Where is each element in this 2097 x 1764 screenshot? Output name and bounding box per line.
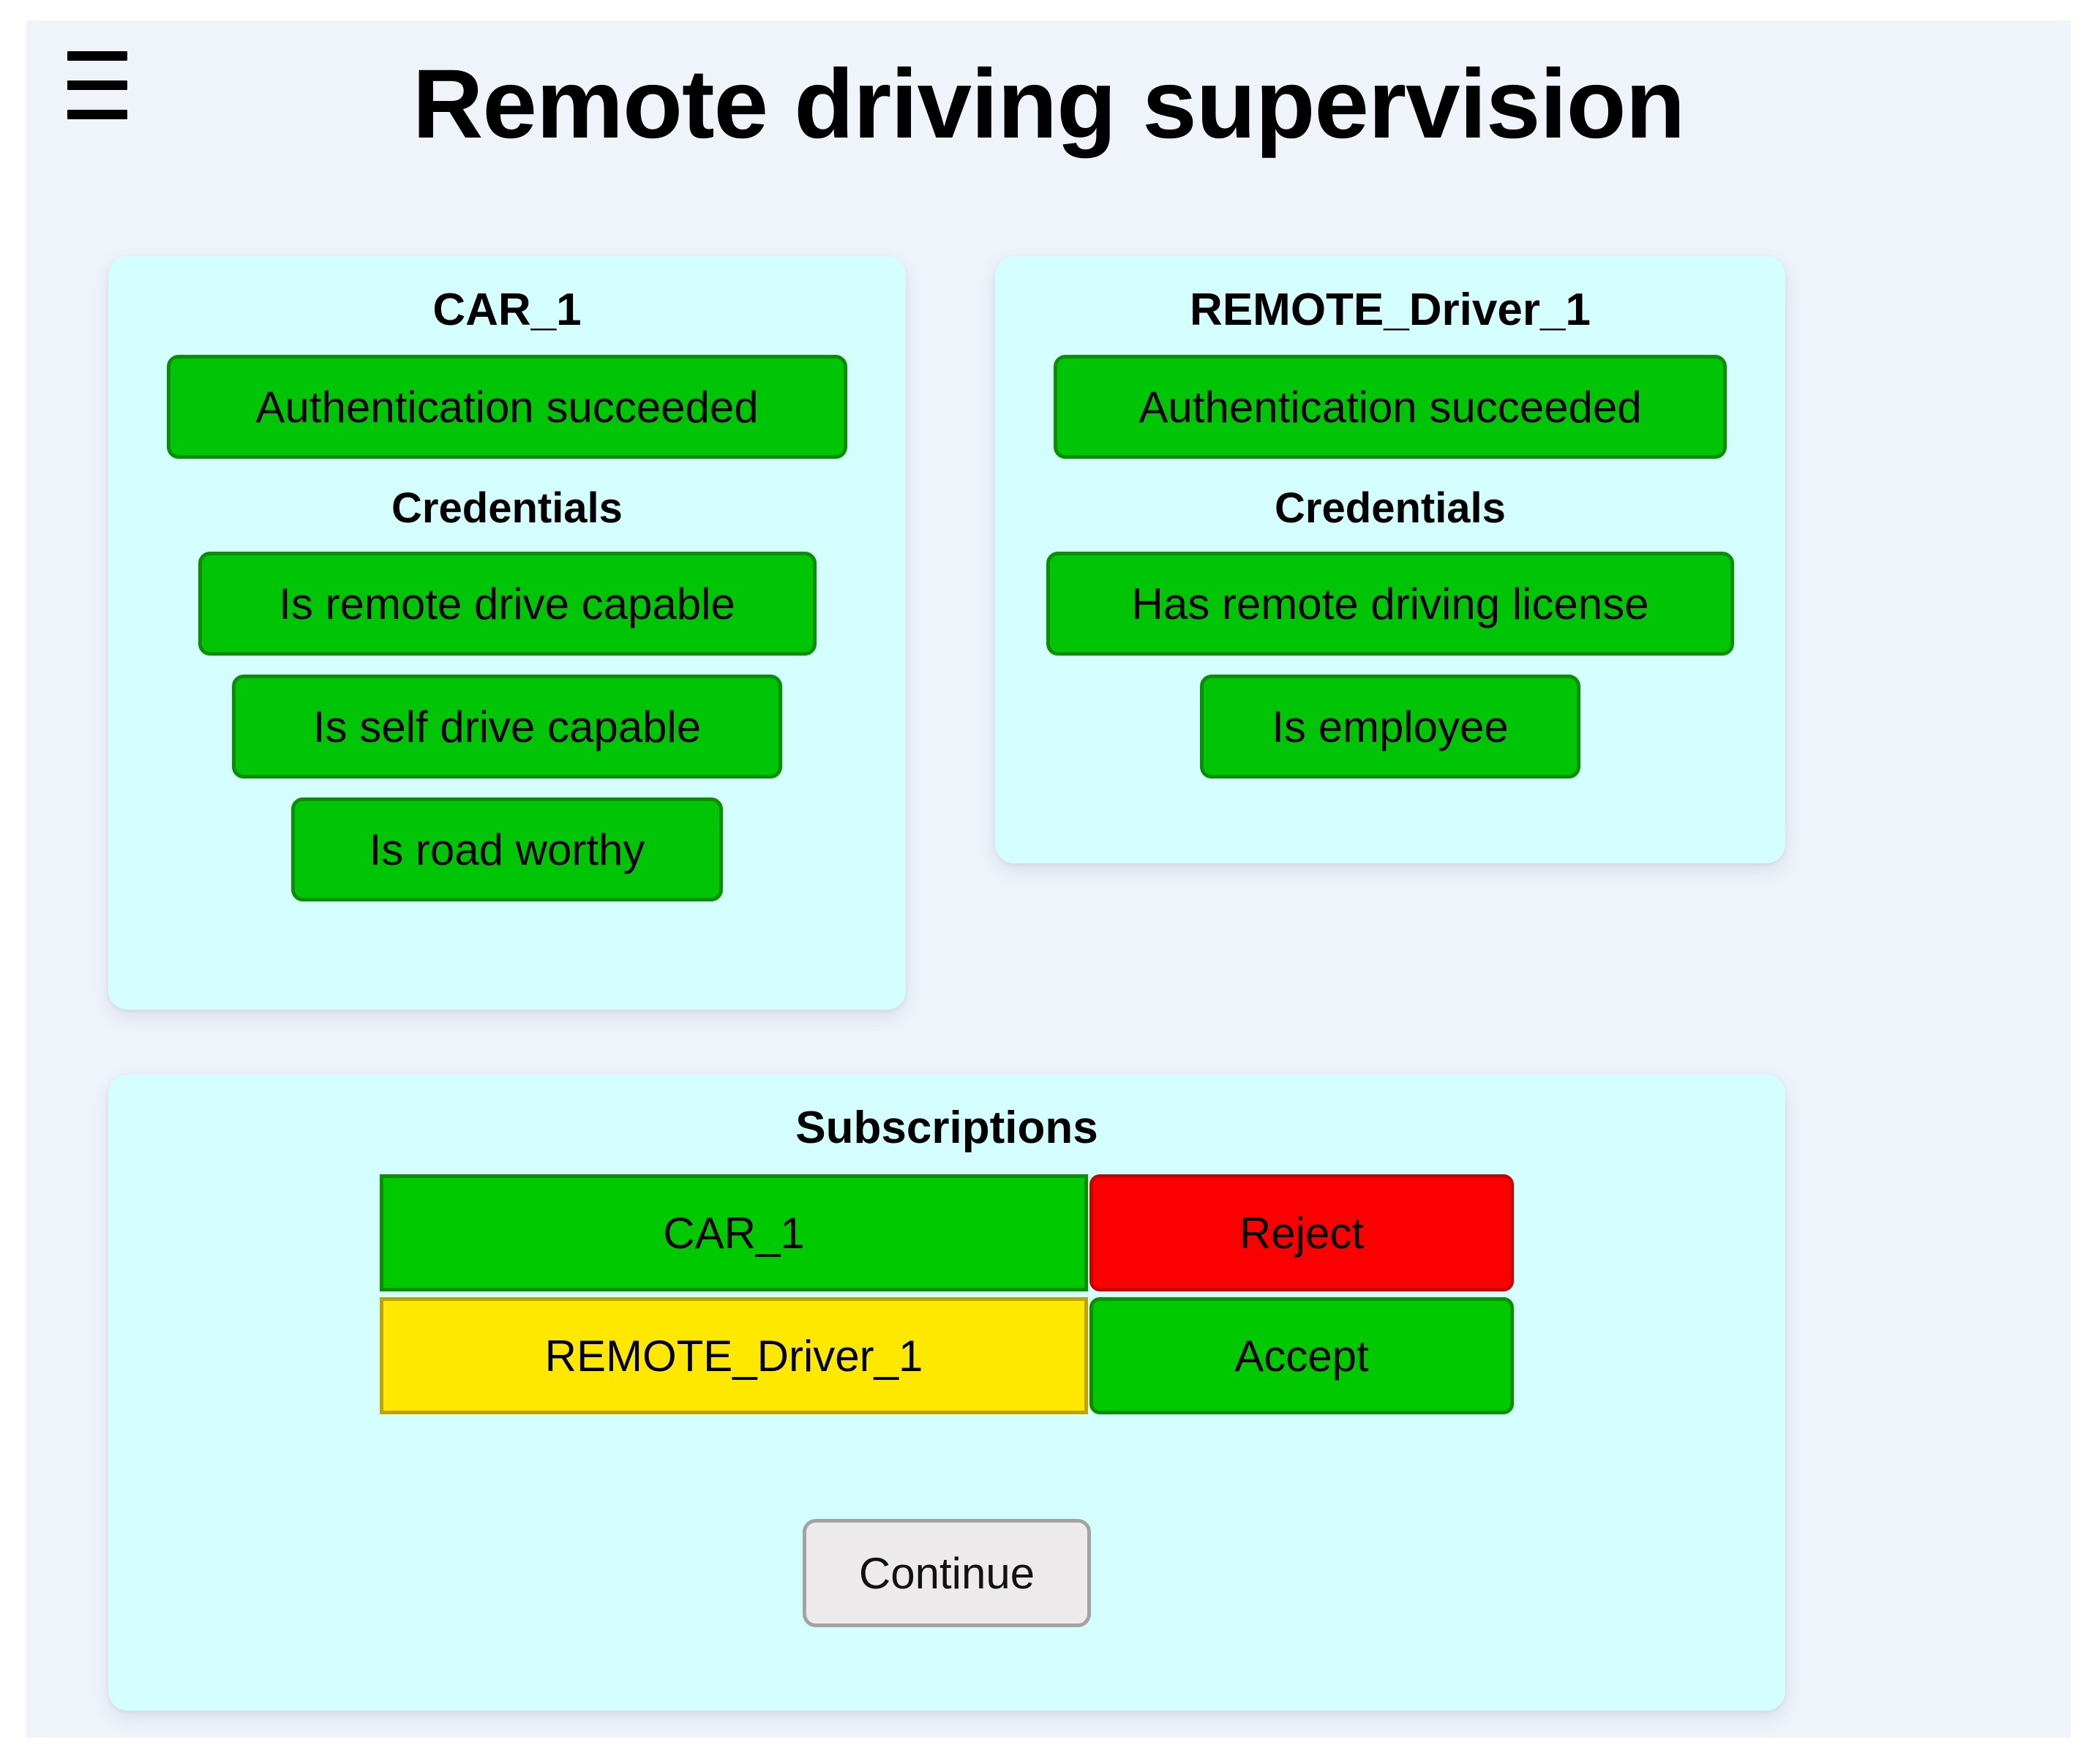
car-credential-row-1: Is remote drive capable (108, 552, 906, 656)
subscription-accept-button-driver[interactable]: Accept (1089, 1297, 1514, 1414)
car-credential-is-remote-drive-capable[interactable]: Is remote drive capable (198, 552, 817, 656)
continue-button[interactable]: Continue (802, 1519, 1092, 1627)
subscription-row-car: CAR_1 Reject (380, 1174, 1514, 1291)
car-credential-row-2: Is self drive capable (108, 675, 906, 778)
subscription-name-car[interactable]: CAR_1 (380, 1174, 1088, 1291)
app-root: Remote driving supervision CAR_1 Authent… (26, 20, 2071, 1738)
subscription-row-driver: REMOTE_Driver_1 Accept (380, 1297, 1514, 1414)
driver-panel-title: REMOTE_Driver_1 (1190, 285, 1591, 335)
car-credentials-heading: Credentials (391, 484, 623, 532)
hamburger-menu-icon-bar-2 (67, 80, 127, 90)
continue-button-row: Continue (108, 1519, 1785, 1627)
driver-credential-has-remote-driving-license[interactable]: Has remote driving license (1046, 552, 1734, 656)
driver-panel: REMOTE_Driver_1 Authentication succeeded… (995, 256, 1785, 863)
hamburger-menu-icon-bar-3 (67, 110, 127, 119)
driver-credential-is-employee[interactable]: Is employee (1200, 675, 1580, 778)
car-auth-status-row: Authentication succeeded (108, 355, 906, 459)
car-credential-row-3: Is road worthy (108, 797, 906, 901)
driver-credential-row-2: Is employee (995, 675, 1785, 778)
page-title: Remote driving supervision (412, 50, 1686, 159)
car-panel: CAR_1 Authentication succeeded Credentia… (108, 256, 906, 1010)
car-credential-is-self-drive-capable[interactable]: Is self drive capable (232, 675, 782, 778)
driver-auth-status-badge[interactable]: Authentication succeeded (1054, 355, 1727, 459)
subscription-reject-button-car[interactable]: Reject (1089, 1174, 1514, 1291)
subscription-name-driver[interactable]: REMOTE_Driver_1 (380, 1297, 1088, 1414)
hamburger-menu-icon-bar-1 (67, 51, 127, 61)
hamburger-menu-button[interactable] (53, 44, 135, 119)
subscriptions-list: CAR_1 Reject REMOTE_Driver_1 Accept (108, 1174, 1785, 1414)
driver-credentials-heading: Credentials (1275, 484, 1506, 532)
car-auth-status-badge[interactable]: Authentication succeeded (167, 355, 847, 459)
car-credential-is-road-worthy[interactable]: Is road worthy (291, 797, 723, 901)
subscriptions-panel: Subscriptions CAR_1 Reject REMOTE_Driver… (108, 1074, 1785, 1711)
driver-auth-status-row: Authentication succeeded (995, 355, 1785, 459)
subscriptions-heading: Subscriptions (795, 1103, 1098, 1153)
driver-credential-row-1: Has remote driving license (995, 552, 1785, 656)
car-panel-title: CAR_1 (432, 285, 582, 335)
